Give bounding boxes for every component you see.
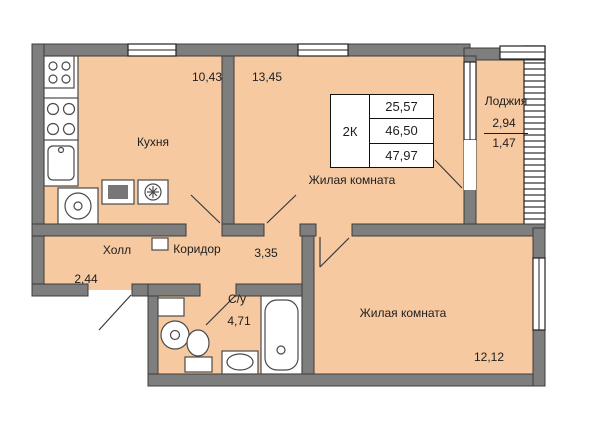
kitchen-fixtures	[43, 55, 169, 225]
corridor-label: Коридор	[173, 242, 221, 256]
washer-icon	[160, 320, 190, 350]
living1-door-swing	[266, 194, 297, 224]
area-legend: 2К 25,57 46,50 47,97	[330, 94, 434, 168]
burner-spoke-icon	[148, 187, 158, 197]
hob-small-icon	[43, 55, 75, 89]
legend-total-area: 47,97	[370, 142, 433, 167]
hall-label: Холл	[102, 243, 132, 257]
bathroom-fixtures	[151, 237, 303, 375]
living1-area: 13,45	[251, 70, 283, 84]
burner-icon	[144, 183, 162, 201]
wall-middle-4	[351, 223, 546, 237]
living2-area: 12,12	[473, 350, 505, 364]
legend-rows: 25,57 46,50 47,97	[370, 95, 433, 167]
kitchen-area: 10,43	[191, 70, 223, 84]
balcony-door-opening	[464, 140, 476, 190]
living2-door-swing	[319, 237, 350, 268]
bathroom-sink-basin-icon	[226, 353, 254, 371]
kitchen-sink-icon	[47, 145, 75, 181]
hob-burner-icon	[61, 61, 71, 71]
corridor-area: 3,35	[254, 246, 278, 260]
stove-burner-icon	[46, 102, 60, 116]
stove-burner-icon	[46, 122, 60, 136]
loggia-area-total: 2,94	[492, 116, 516, 130]
loggia-label: Лоджия	[484, 94, 528, 108]
toilet-bowl-icon	[186, 329, 210, 357]
wall-corridor-living2	[301, 235, 315, 387]
bathroom-area: 4,71	[227, 314, 251, 328]
bathtub-inner-icon	[264, 299, 299, 371]
washing-machine-drum-icon	[64, 192, 92, 220]
wall-hall-bottom-left	[31, 283, 89, 297]
wall-kitchen-living	[221, 55, 235, 225]
washer-hub-icon	[169, 329, 181, 341]
doors	[98, 159, 463, 331]
hob-burner-icon	[48, 74, 58, 84]
wall-middle-2	[221, 223, 265, 237]
living2-label: Жилая комната	[359, 306, 447, 320]
water-heater-icon	[157, 297, 185, 317]
entrance-door-swing	[98, 294, 132, 331]
loggia-area-divider	[484, 133, 528, 134]
loggia-area-counted: 1,47	[492, 136, 516, 150]
toilet-tank-icon	[184, 356, 213, 373]
legend-living-area: 25,57	[385, 99, 418, 115]
wall-bottom	[147, 373, 546, 387]
loggia-glazing	[523, 45, 546, 229]
hob-burner-icon	[61, 74, 71, 84]
apartment-type-label: 2К	[331, 95, 370, 167]
kitchen-label: Кухня	[136, 135, 170, 149]
windows	[127, 43, 546, 331]
bathtub-drain-icon	[276, 345, 286, 355]
hall-area: 2,44	[74, 272, 98, 286]
wall-middle-3	[299, 223, 317, 237]
wall-right-lower	[532, 329, 546, 387]
stove-burner-icon	[62, 102, 76, 116]
wall-hall-bottom-right	[131, 283, 149, 297]
stove-icon	[43, 97, 79, 141]
wall-bathroom-top-1	[147, 283, 201, 297]
stove-burner-icon	[62, 122, 76, 136]
balcony-door-swing	[434, 159, 463, 189]
legend-apartment-area: 46,50	[370, 118, 433, 142]
hall-fill	[38, 230, 150, 290]
lower-rooms-fill	[148, 230, 538, 380]
wall-left	[31, 43, 45, 297]
wall-right-upper	[532, 227, 546, 259]
bathtub-icon	[260, 295, 303, 375]
wall-bathroom-left	[147, 283, 159, 387]
wall-middle-1	[31, 223, 187, 237]
kitchen-door-swing	[190, 194, 221, 224]
bathroom-label: С/у	[228, 292, 246, 306]
bathroom-door-swing	[205, 295, 236, 326]
washing-machine-hub-icon	[73, 201, 83, 211]
panel-icon	[151, 237, 169, 251]
living1-label: Жилая комната	[308, 173, 396, 187]
hob-burner-icon	[48, 61, 58, 71]
dishwasher-door-icon	[108, 185, 128, 199]
faucet-icon	[57, 146, 65, 154]
wall-top	[31, 43, 471, 57]
